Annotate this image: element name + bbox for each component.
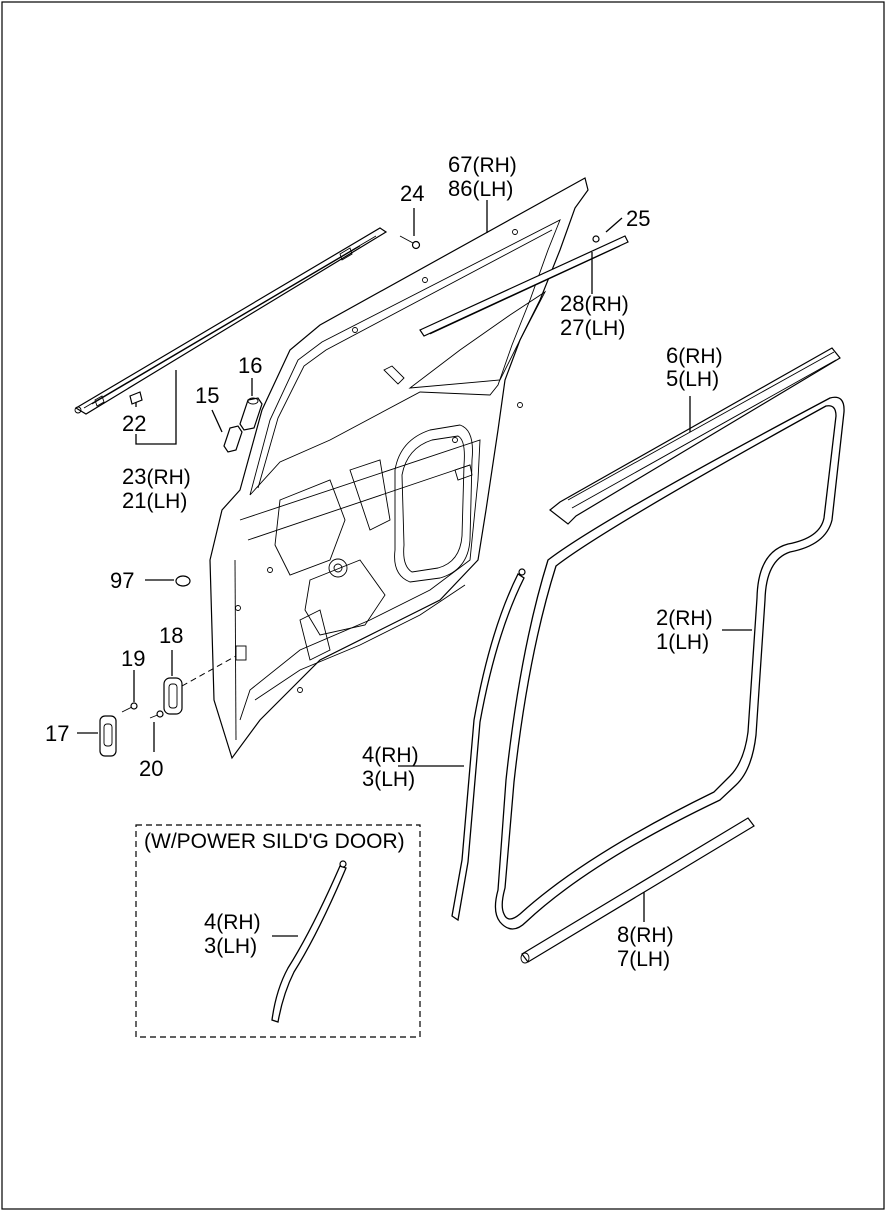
weatherstrip-2-part (494, 396, 845, 930)
striker-18 (163, 677, 183, 715)
label-20: 20 (139, 756, 163, 781)
pad-15 (223, 425, 243, 453)
power-box-title: (W/POWER SILD'G DOOR) (144, 830, 405, 853)
seal-4-part (451, 568, 526, 922)
label-22: 22 (122, 411, 146, 436)
label-4-3-main: 4(RH)3(LH) (362, 742, 419, 791)
label-8-7: 8(RH)7(LH) (617, 922, 674, 971)
label-28-27: 28(RH)27(LH) (560, 291, 629, 340)
label-24: 24 (400, 181, 424, 206)
seal-4-box-part (271, 860, 347, 1023)
label-25: 25 (626, 206, 650, 231)
label-4-3-box: 4(RH)3(LH) (204, 909, 261, 958)
screw-25 (592, 235, 600, 243)
alignment-dash-line (181, 655, 237, 687)
leader-lines (77, 200, 752, 937)
roller-16 (239, 397, 263, 431)
plate-17 (99, 715, 117, 757)
label-97: 97 (110, 568, 134, 593)
label-19: 19 (121, 646, 145, 671)
rail-28-part (419, 235, 629, 337)
label-67-86: 67(RH)86(LH) (448, 152, 517, 201)
labels: 67(RH)86(LH) 24 25 28(RH)27(LH) 6(RH)5(L… (45, 152, 723, 971)
bolt-24 (399, 235, 421, 250)
label-17: 17 (45, 721, 69, 746)
molding-6-part (549, 347, 841, 525)
label-15: 15 (195, 383, 219, 408)
label-18: 18 (159, 623, 183, 648)
label-16: 16 (238, 353, 262, 378)
upper-rail-part (74, 227, 388, 415)
bar-8-part (520, 817, 755, 964)
label-6-5: 6(RH)5(LH) (666, 343, 723, 391)
grommet-97 (175, 575, 191, 587)
clip-22 (129, 391, 143, 405)
bolt-19 (121, 702, 138, 713)
label-23-21: 23(RH)21(LH) (122, 464, 191, 513)
screw-20 (149, 710, 164, 719)
door-panel-part (209, 177, 589, 760)
power-sliding-door-box (135, 824, 421, 1038)
label-2-1: 2(RH)1(LH) (656, 605, 713, 654)
